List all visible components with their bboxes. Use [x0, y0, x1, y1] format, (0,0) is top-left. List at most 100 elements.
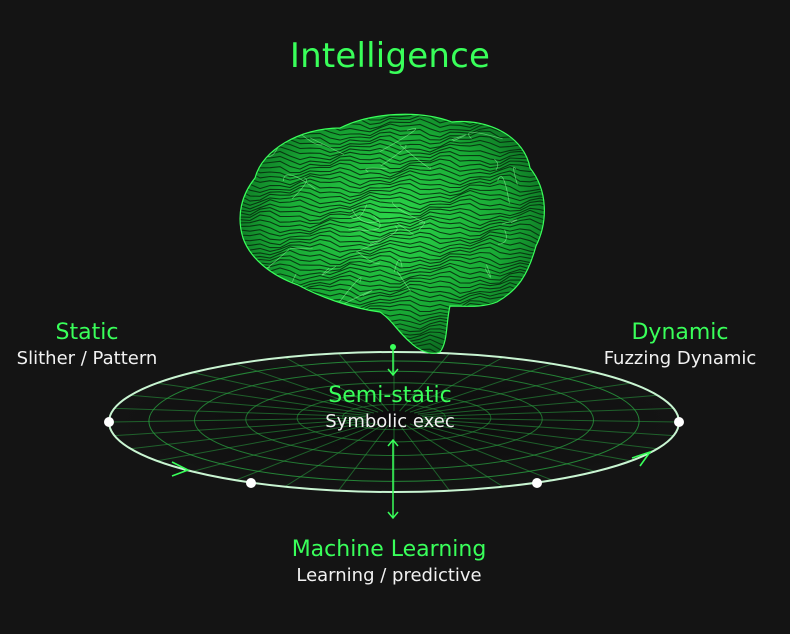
brain-gyrus-line	[309, 137, 344, 155]
disk-spoke	[338, 424, 389, 491]
rim-dot-static	[104, 417, 114, 427]
disk-spoke	[338, 353, 389, 412]
disk-spoke	[421, 407, 674, 418]
node-semi-static-sub: Symbolic exec	[325, 411, 455, 432]
brain-gyrus-line	[396, 271, 411, 292]
brain-gyrus-line	[393, 259, 403, 272]
disk-spokes	[108, 352, 680, 492]
brain-texture-line	[240, 246, 545, 259]
brain-gyrus-line	[282, 174, 316, 190]
brain-gyrus-line	[379, 128, 417, 153]
brain-gyrus-line	[501, 219, 518, 225]
brain-texture-line	[240, 214, 545, 227]
brain-gyrus-line	[380, 145, 407, 167]
disk-spoke	[284, 424, 384, 488]
brain-gyrus-line	[351, 209, 380, 224]
orbit-arrow-left-icon	[171, 461, 190, 477]
disk-spoke	[409, 423, 553, 481]
disk-spoke	[156, 382, 371, 415]
node-static-label: Static	[55, 320, 119, 345]
brain-texture-line	[240, 254, 545, 266]
node-dynamic-sub: Fuzzing Dynamic	[603, 348, 757, 369]
disk-spoke	[404, 424, 504, 488]
brain-gyrus-line	[513, 166, 518, 185]
brain-gyrus-line	[337, 277, 362, 305]
node-semi-static-label: Semi-static	[328, 383, 452, 408]
disk-spoke	[130, 420, 368, 450]
brain-texture-line	[240, 242, 545, 254]
brain-gyrus-line	[369, 225, 398, 245]
node-machine-learning-sub: Learning / predictive	[296, 565, 482, 586]
brain-gyrus-line	[399, 144, 432, 169]
disk-spoke	[284, 356, 384, 412]
brain-texture-line	[240, 189, 545, 202]
disk-spoke	[192, 372, 374, 414]
disk-spoke	[130, 394, 368, 416]
brain-gyrus-line	[418, 221, 426, 231]
brain-texture-line	[240, 150, 545, 162]
brain-gyrus-line	[396, 222, 414, 235]
disk-spoke	[409, 363, 553, 413]
brain-texture-line	[240, 170, 545, 182]
node-static-sub: Slither / Pattern	[16, 348, 158, 369]
disk-spoke	[235, 423, 379, 481]
brain-gyrus-line	[356, 239, 382, 253]
brain-gyrus-line	[357, 251, 381, 264]
grid-disk	[104, 351, 684, 493]
disk-spoke	[399, 424, 450, 491]
brain-texture-line	[240, 329, 545, 343]
rim-dot-dynamic	[674, 417, 684, 427]
brain-texture-line	[240, 249, 545, 262]
brain-gyrus-line	[497, 176, 510, 204]
brain-illustration	[239, 113, 545, 354]
node-dynamic-label: Dynamic	[631, 320, 729, 345]
disk-spoke	[414, 372, 596, 414]
disk-spoke	[192, 422, 374, 472]
brain-gyrus-line	[451, 134, 467, 142]
brain-gyrus-line	[265, 249, 290, 270]
brain-texture-line	[240, 158, 545, 170]
brain-texture-line	[240, 162, 545, 175]
diagram-title: Intelligence	[289, 36, 491, 76]
brain-texture-line	[240, 198, 545, 211]
rim-dot-right-front	[532, 478, 542, 488]
brain-texture-line	[240, 237, 545, 251]
arrow-up-head-icon	[387, 438, 399, 447]
brain-gyrus-line	[289, 247, 313, 250]
rim-dot-left-front	[246, 478, 256, 488]
brain-gyrus-line	[337, 290, 373, 308]
brain-gyrus-line	[349, 204, 368, 219]
disk-spoke	[156, 421, 371, 462]
center-arrows	[387, 344, 399, 520]
disk-spoke	[421, 418, 674, 437]
brain-gyrus-line	[243, 266, 271, 283]
node-machine-learning-label: Machine Learning	[291, 537, 487, 562]
brain-texture-line	[240, 155, 545, 166]
brain-gyrus-line	[365, 167, 388, 173]
brain-gyrus-line	[291, 177, 307, 199]
brain-texture-line	[240, 166, 545, 178]
brain-gyrus-line	[271, 277, 286, 300]
brain-texture-line	[240, 186, 545, 198]
brain-texture-line	[240, 174, 545, 186]
orbit-arrow-right-icon	[631, 450, 653, 467]
brain-texture-line	[240, 326, 545, 337]
disk-spoke	[420, 394, 658, 416]
brain-texture-line	[240, 209, 545, 222]
brain-gyrus-line	[494, 159, 499, 171]
disk-spoke	[417, 382, 632, 415]
brain-texture-line	[240, 207, 545, 218]
brain-gyrus-line	[348, 215, 381, 231]
disk-spoke	[420, 420, 658, 450]
brain-gyrus-line	[261, 280, 277, 292]
disk-spoke	[417, 421, 632, 462]
disk-spoke	[108, 417, 366, 423]
brain-texture-line	[240, 182, 545, 194]
disk-spoke	[114, 407, 367, 418]
brain-texture-line	[240, 265, 545, 278]
brain-gyrus-line	[321, 266, 336, 276]
brain-texture-line	[240, 257, 545, 270]
brain-texture-line	[240, 233, 545, 246]
